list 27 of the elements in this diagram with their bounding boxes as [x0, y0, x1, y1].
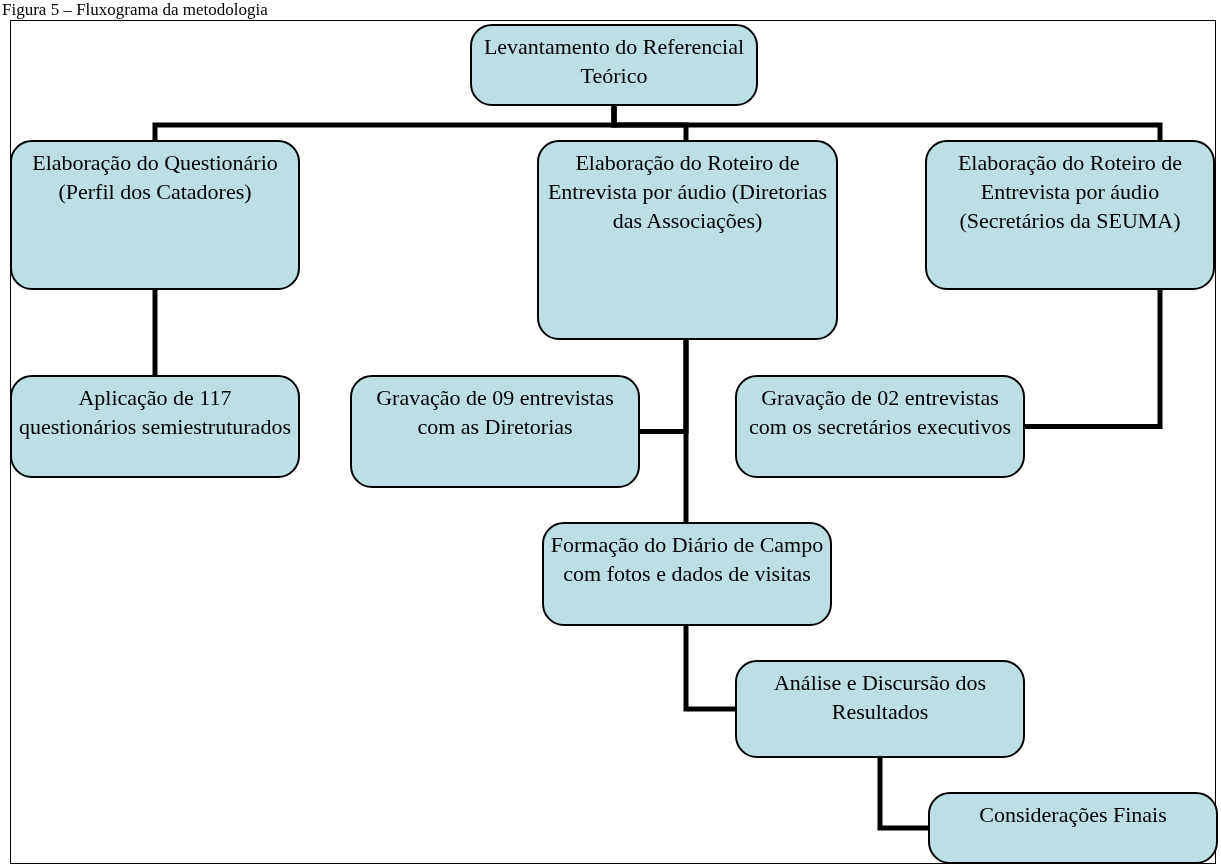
- process-box: [537, 140, 838, 340]
- process-box: [542, 522, 832, 626]
- connector-line: [683, 340, 689, 522]
- process-box: [735, 375, 1025, 478]
- process-box: [10, 375, 300, 478]
- box-text: Gravação de 09 entrevistas com as Diretorias: [375, 384, 615, 441]
- process-box: [470, 24, 758, 106]
- connector-line: [1025, 290, 1163, 429]
- connector-line: [611, 106, 1163, 140]
- connector-line: [152, 290, 158, 375]
- box-text: Elaboração do Questionário (Perfil dos Catadores): [31, 149, 279, 206]
- box-text: Gravação de 02 entrevistas com os secretários executivos: [747, 384, 1013, 441]
- box-text: Formação do Diário de Campo com fotos e dados de visitas: [550, 531, 824, 588]
- figure-title: Figura 5 – Fluxograma da metodologia: [2, 0, 268, 20]
- process-box: [10, 140, 300, 290]
- box-text: Levantamento do Referencial Teórico: [482, 33, 746, 90]
- process-box: [735, 660, 1025, 758]
- connector-line: [683, 626, 735, 712]
- connector-line: [877, 758, 928, 831]
- box-text: Considerações Finais: [979, 801, 1167, 829]
- box-text: Elaboração do Roteiro de Entrevista por áudio (Secretários da SEUMA): [956, 149, 1184, 235]
- box-text: Aplicação de 117 questionários semiestruturados: [18, 384, 292, 441]
- box-text: Elaboração do Roteiro de Entrevista por áudio (Diretorias das Associações): [546, 149, 829, 235]
- process-box: [350, 375, 640, 488]
- process-box: [928, 792, 1218, 864]
- box-text: Análise e Discursão dos Resultados: [773, 669, 987, 726]
- process-box: [925, 140, 1215, 290]
